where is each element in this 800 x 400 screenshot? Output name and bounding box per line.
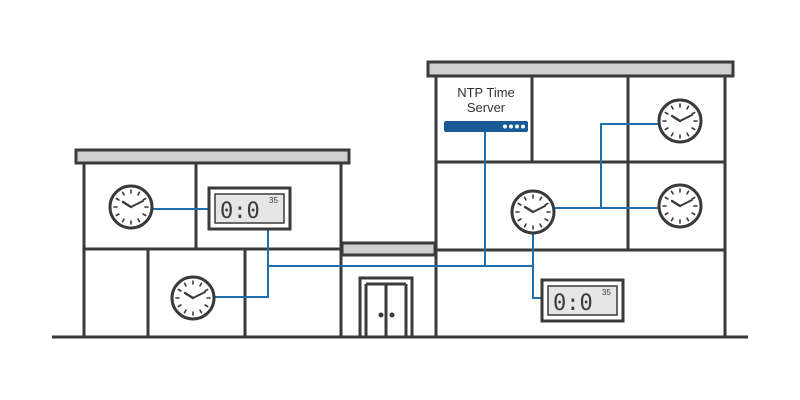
server-label-line2: Server: [466, 100, 506, 115]
right-roof: [426, 60, 735, 78]
digital-clock-digits: 0:0: [553, 291, 593, 316]
ntp-server-unit: [444, 121, 528, 132]
analog-clock-icon: [510, 189, 556, 235]
server-label-line1: NTP Time: [457, 85, 515, 100]
digital-clock-digits: 0:0: [220, 199, 260, 224]
door-handle-left: [378, 312, 384, 318]
digital-clock-seconds: 35: [269, 196, 278, 205]
analog-clock-icon: [657, 183, 703, 229]
digital-clock: 0:0 35: [540, 278, 625, 323]
door-handle-right: [389, 312, 395, 318]
digital-clock: 0:0 35: [207, 186, 292, 231]
left-roof: [74, 148, 351, 165]
center-roof: [340, 241, 437, 257]
network-wires: [153, 123, 659, 299]
analog-clock-icon: [657, 98, 703, 144]
center-building: [340, 241, 437, 339]
analog-clock-icon: [108, 184, 154, 230]
digital-clock-seconds: 35: [602, 288, 611, 297]
analog-clock-icon: [170, 275, 216, 321]
